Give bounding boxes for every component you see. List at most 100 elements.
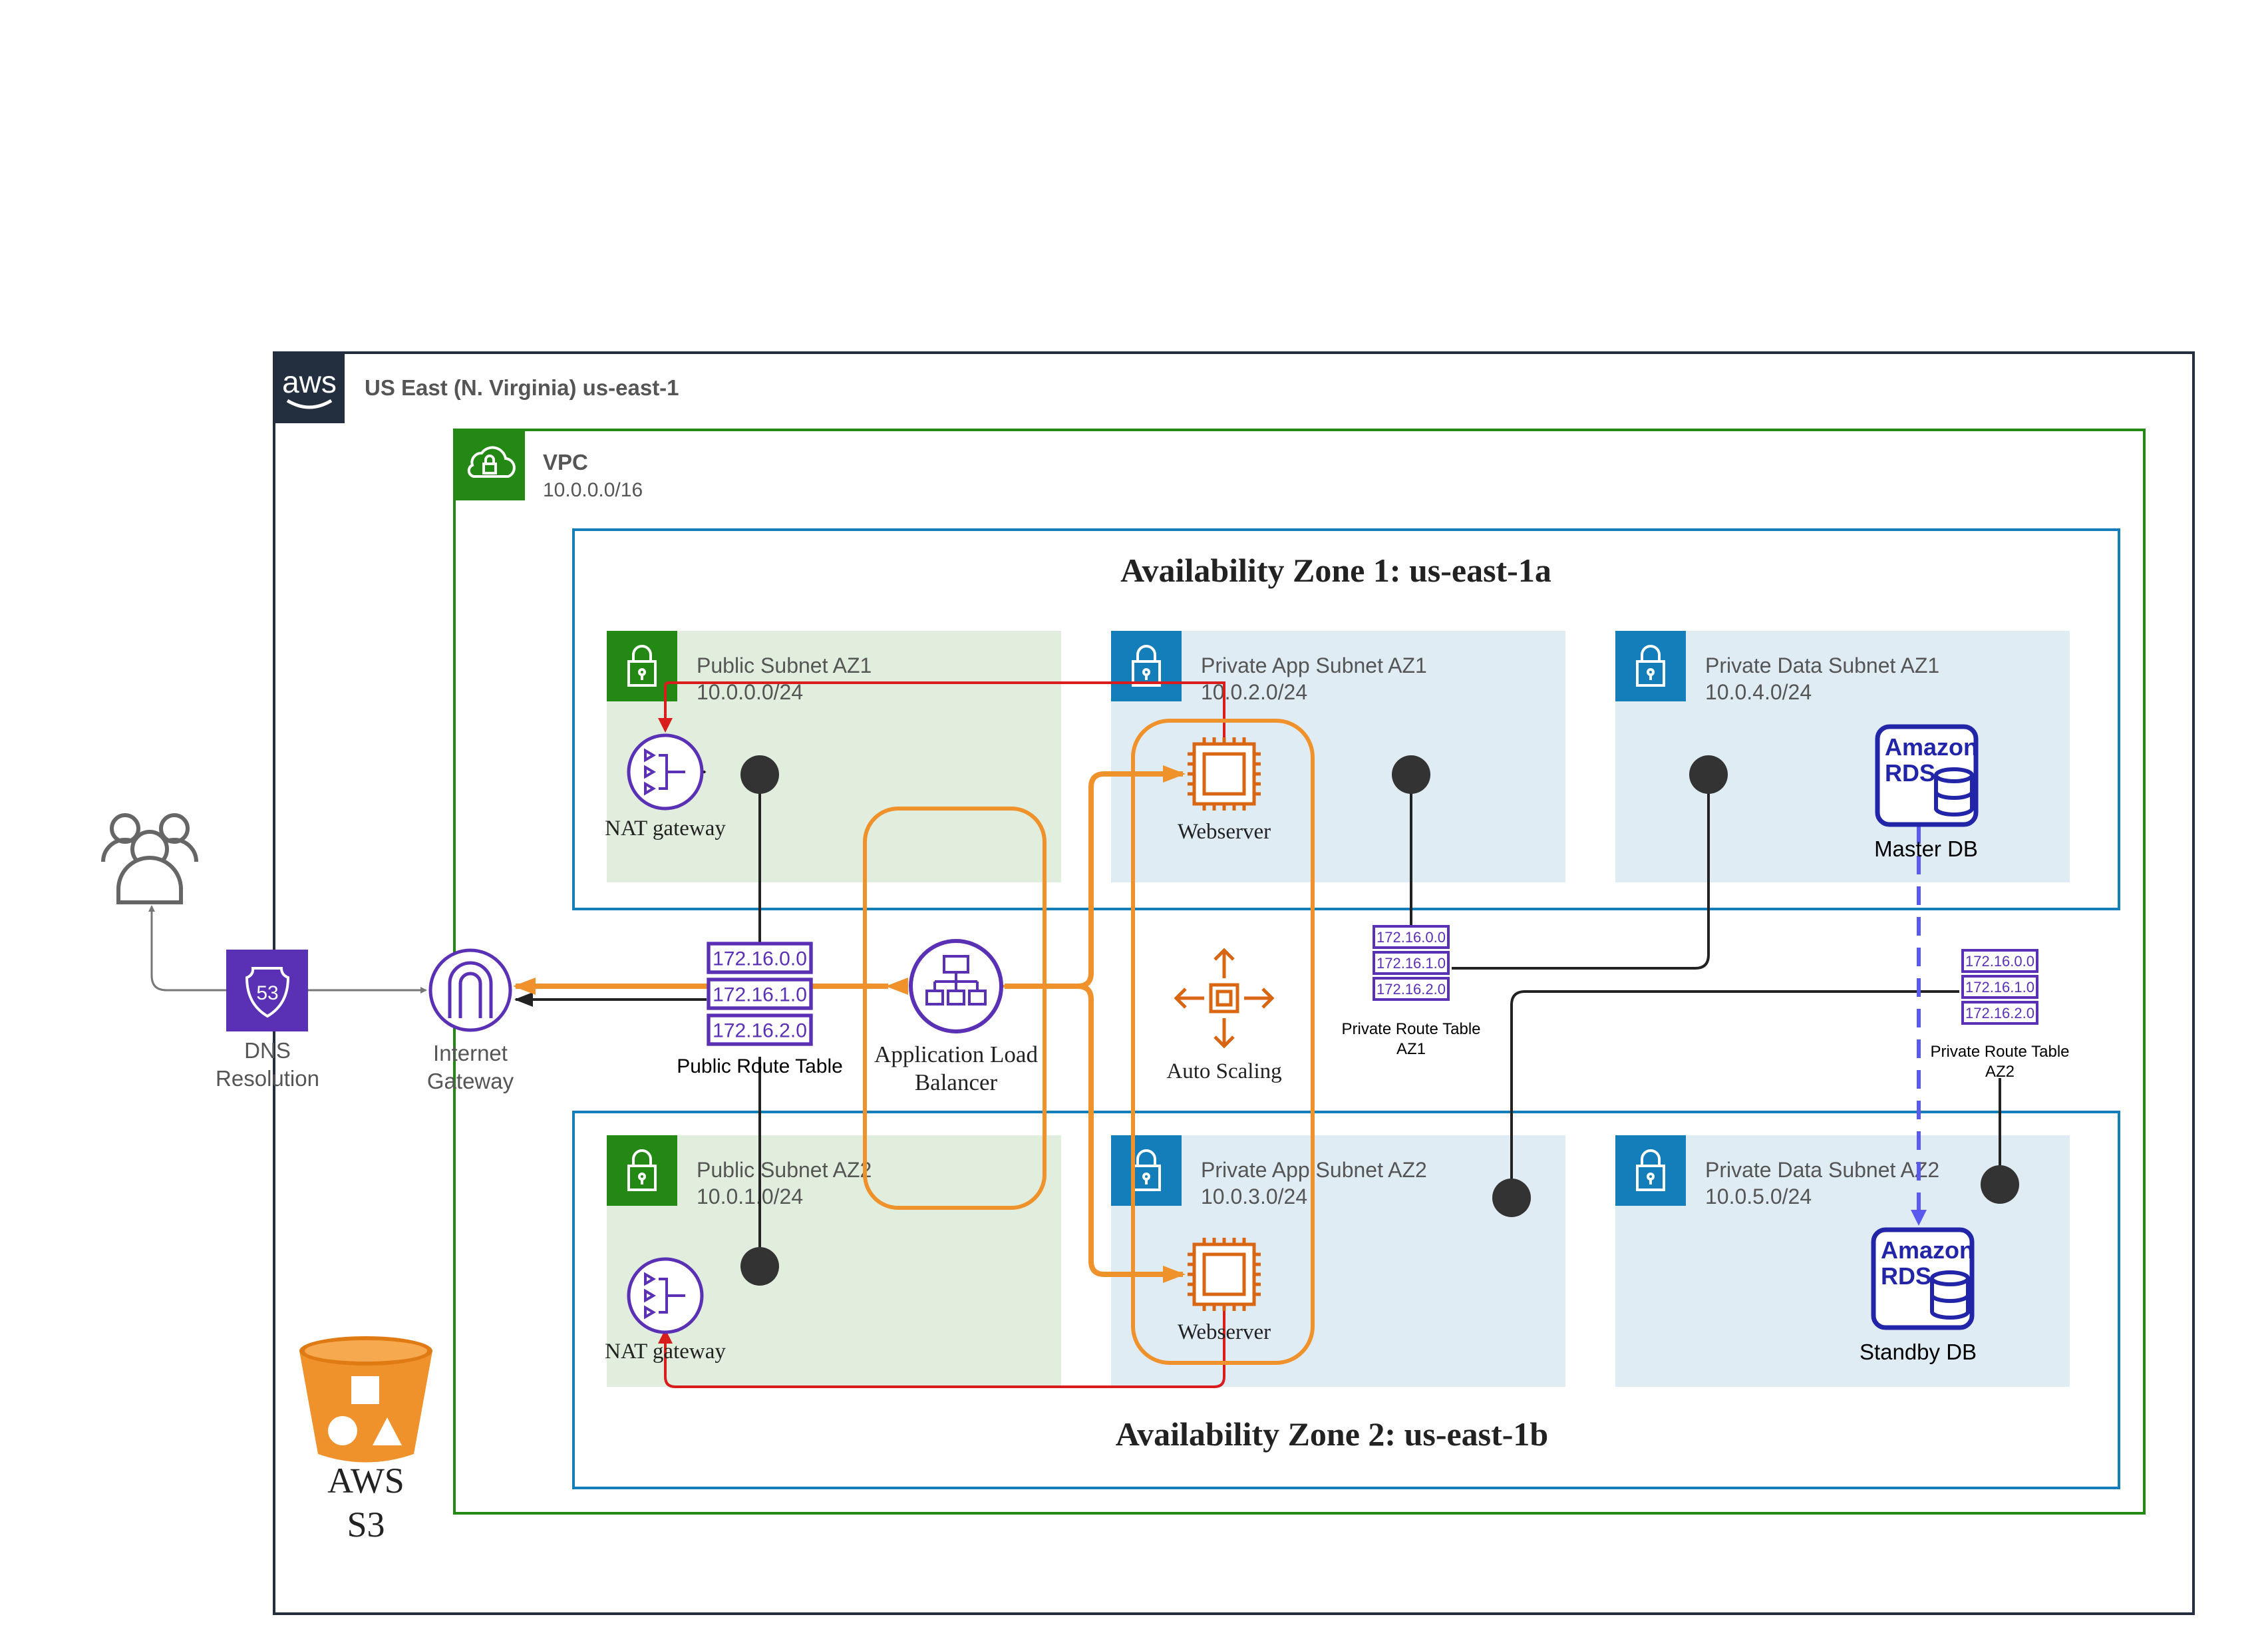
webserver-label: Webserver — [1178, 820, 1271, 844]
standby-db-node: Amazon RDS Standby DB — [1860, 1227, 1977, 1364]
lock-icon — [1132, 645, 1161, 687]
route-table-label-2: AZ1 — [1396, 1040, 1426, 1058]
lock-icon — [627, 645, 657, 687]
rds-icon: Amazon RDS — [1875, 724, 1979, 827]
aws-smile-icon — [286, 399, 333, 409]
route-table-label-1: Private Route Table — [1341, 1020, 1480, 1038]
subnet-app-az2: Private App Subnet AZ2 10.0.3.0/24 — [1111, 1135, 1565, 1387]
route-entry-text: 172.16.1.0 — [1965, 979, 2034, 996]
s3-node: AWS S3 — [299, 1336, 432, 1545]
region-label: US East (N. Virginia) us-east-1 — [365, 375, 679, 400]
nat-gateway-label: NAT gateway — [605, 817, 726, 840]
s3-bucket-icon — [299, 1336, 432, 1463]
route-endpoint-dot — [740, 1247, 779, 1286]
dns-label-1: DNS — [244, 1038, 291, 1063]
az2-title: Availability Zone 2: us-east-1b — [1116, 1415, 1549, 1453]
route-endpoint-dot — [740, 755, 779, 794]
private-route-table-az2: 172.16.0.0 172.16.1.0 172.16.2.0 Private R… — [1930, 949, 2070, 1081]
lock-icon — [1636, 645, 1665, 687]
edge-route-az2-app — [1510, 990, 1959, 1195]
dns-label-2: Resolution — [216, 1066, 319, 1091]
rds-icon: Amazon RDS — [1871, 1227, 1975, 1330]
edge-web-az1-nat — [658, 681, 1225, 769]
route-endpoint-dot — [1981, 1165, 2019, 1204]
webserver-label: Webserver — [1178, 1320, 1271, 1344]
alb-label-1: Application Load — [874, 1041, 1038, 1067]
subnet-cidr: 10.0.1.0/24 — [697, 1185, 803, 1208]
rds-logo-line1: Amazon — [1885, 733, 1978, 761]
vpc-cidr: 10.0.0.0/16 — [543, 479, 643, 501]
subnet-name: Public Subnet AZ1 — [697, 653, 872, 677]
rds-logo-line1: Amazon — [1881, 1236, 1974, 1264]
route-entry-text: 172.16.2.0 — [1965, 1005, 2034, 1021]
edge-route-az1-data — [1452, 776, 1710, 970]
az1-title: Availability Zone 1: us-east-1a — [1120, 552, 1551, 589]
vpc-cloud-icon — [467, 446, 516, 478]
autoscaling-icon — [1174, 948, 1275, 1049]
route-entry-box — [707, 978, 813, 1010]
nat-gateway-az2: NAT gateway — [605, 1257, 726, 1364]
edge-users-dns — [148, 905, 272, 994]
route-entry-text: 172.16.0.0 — [1965, 953, 2034, 970]
nat-gateway-az1: NAT gateway — [605, 733, 726, 840]
route-entry-text: 172.16.0.0 — [1377, 929, 1446, 946]
lock-icon — [1636, 1149, 1665, 1191]
autoscaling-node: Auto Scaling — [1166, 948, 1282, 1083]
s3-label-1: AWS — [327, 1461, 405, 1501]
subnet-public-az2: Public Subnet AZ2 10.0.1.0/24 — [607, 1135, 1061, 1387]
alb-label-2: Balancer — [915, 1069, 998, 1095]
route-table-label-1: Private Route Table — [1930, 1043, 2069, 1061]
edge-alb-web-az2 — [1077, 984, 1186, 1283]
lock-icon — [627, 1149, 657, 1191]
route-endpoint-dot — [1392, 755, 1430, 794]
subnet-name: Private App Subnet AZ1 — [1201, 653, 1427, 677]
aws-logo: aws — [282, 365, 337, 399]
autoscaling-label: Auto Scaling — [1166, 1059, 1281, 1083]
az1-border — [572, 528, 2120, 910]
alb-group-box — [863, 807, 1047, 1210]
igw-node: Internet Gateway — [427, 948, 514, 1093]
master-db-label: Master DB — [1874, 836, 1978, 861]
subnet-data-az1: Private Data Subnet AZ1 10.0.4.0/24 — [1615, 631, 2070, 882]
route-entry-box — [1961, 949, 2038, 973]
igw-label-2: Gateway — [427, 1069, 514, 1093]
route-entry-text: 172.16.1.0 — [1377, 955, 1446, 972]
master-db-node: Amazon RDS Master DB — [1874, 724, 1979, 861]
ec2-instance-icon — [1188, 1238, 1261, 1311]
webserver-az2: Webserver — [1178, 1238, 1271, 1344]
subnet-name: Private Data Subnet AZ1 — [1705, 653, 1939, 677]
subnet-cidr: 10.0.3.0/24 — [1201, 1185, 1307, 1208]
route-entry-text: 172.16.1.0 — [713, 984, 807, 1006]
route-entry-text: 172.16.0.0 — [713, 948, 807, 970]
route-table-label: Public Route Table — [677, 1055, 843, 1077]
route-endpoint-dot — [1689, 755, 1728, 794]
dns-node: 53 DNS Resolution — [216, 950, 319, 1091]
aws-logo-box — [274, 353, 345, 423]
route-table-label-2: AZ2 — [1985, 1063, 2015, 1081]
rds-logo-line2: RDS — [1881, 1262, 1931, 1290]
subnet-cidr: 10.0.5.0/24 — [1705, 1185, 1812, 1208]
route53-icon — [226, 950, 308, 1031]
users-icon — [101, 813, 198, 904]
igw-label-1: Internet — [433, 1041, 508, 1065]
private-route-table-az1: 172.16.0.0 172.16.1.0 172.16.2.0 Private R… — [1341, 925, 1481, 1058]
standby-db-label: Standby DB — [1860, 1340, 1977, 1364]
alb-node: Application Load Balancer — [874, 939, 1038, 1095]
route-entry-text: 172.16.2.0 — [713, 1019, 807, 1041]
subnet-cidr: 10.0.4.0/24 — [1705, 680, 1812, 704]
region-group: aws US East (N. Virginia) us-east-1 — [273, 351, 2195, 1615]
route-entry-text: 172.16.2.0 — [1377, 981, 1446, 998]
webserver-az1: Webserver — [1178, 737, 1271, 844]
az2-border — [572, 1111, 2120, 1489]
nat-gateway-label: NAT gateway — [605, 1340, 726, 1364]
route-entry-box — [1373, 951, 1450, 975]
s3-label-2: S3 — [347, 1505, 385, 1545]
vpc-label: VPC — [543, 450, 588, 474]
edge-web-az2-nat — [658, 1311, 1225, 1388]
subnet-name: Private Data Subnet AZ2 — [1705, 1158, 1939, 1182]
autoscaling-group-box — [1131, 719, 1315, 1365]
route-entry-box — [1373, 925, 1450, 949]
subnet-app-az1: Private App Subnet AZ1 10.0.2.0/24 — [1111, 631, 1565, 882]
subnet-name: Public Subnet AZ2 — [697, 1158, 872, 1182]
